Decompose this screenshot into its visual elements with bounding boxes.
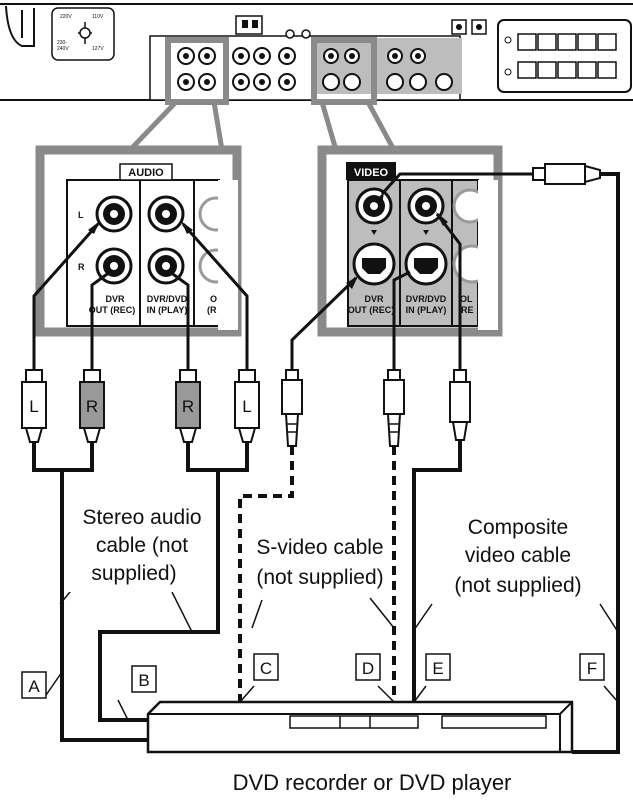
composite-label-1: Composite bbox=[468, 516, 568, 539]
label-c: C bbox=[260, 659, 272, 678]
audio-cut-label: O bbox=[210, 294, 217, 304]
label-box-e: E bbox=[425, 653, 451, 681]
video-jack-composite-in[interactable] bbox=[407, 187, 445, 225]
plug-composite-top bbox=[520, 163, 601, 185]
label-b: B bbox=[138, 671, 149, 690]
video-cut-label: OL bbox=[460, 294, 473, 304]
audio-dvr-out-label-2: OUT (REC) bbox=[89, 305, 136, 315]
svideo-label-1: S-video cable bbox=[256, 536, 383, 559]
label-box-a: A bbox=[21, 671, 47, 699]
audio-dvr-in-label: DVR/DVD bbox=[147, 294, 188, 304]
svg-text:240V: 240V bbox=[57, 46, 69, 52]
plug-audio-l-right: L bbox=[234, 369, 260, 443]
svideo-cable bbox=[238, 446, 396, 702]
video-dvr-in-label: DVR/DVD bbox=[406, 294, 447, 304]
jack-cables bbox=[32, 172, 533, 370]
stereo-label-3: supplied) bbox=[91, 562, 176, 585]
label-box-d: D bbox=[355, 653, 381, 681]
plug-letter: R bbox=[182, 397, 194, 416]
plug-svideo-dvd-end bbox=[383, 369, 405, 447]
row-label-l: L bbox=[78, 210, 84, 220]
plug-composite-receiver bbox=[449, 369, 471, 441]
plug-audio-r-right: R bbox=[175, 369, 201, 443]
svg-text:220V: 220V bbox=[60, 14, 72, 20]
video-dvr-out-label: DVR bbox=[364, 294, 384, 304]
video-dvr-in-label-2: IN (PLAY) bbox=[406, 305, 447, 315]
label-box-f: F bbox=[579, 653, 605, 681]
label-f: F bbox=[587, 659, 597, 678]
stereo-label-2: cable (not bbox=[96, 534, 188, 557]
video-header: VIDEO bbox=[354, 167, 389, 179]
dvd-device bbox=[146, 700, 574, 754]
plug-audio-l-left: L bbox=[21, 369, 47, 443]
svg-text:110V: 110V bbox=[92, 14, 104, 20]
stereo-label-1: Stereo audio bbox=[82, 506, 201, 529]
video-cut-label-2: (RE bbox=[458, 305, 474, 315]
row-label-r: R bbox=[78, 262, 85, 272]
audio-jack-out-l[interactable] bbox=[95, 195, 133, 233]
label-a: A bbox=[28, 677, 40, 696]
plug-audio-r-left: R bbox=[79, 369, 105, 443]
stereo-cable-label: Stereo audio cable (not supplied) bbox=[68, 500, 216, 592]
svideo-label-2: (not supplied) bbox=[256, 566, 383, 589]
composite-label-3: (not supplied) bbox=[454, 574, 581, 597]
video-zoom-panel: VIDEO DVR OUT (REC) DVR/DVD IN (PLAY) OL… bbox=[317, 145, 503, 337]
device-caption: DVD recorder or DVD player bbox=[233, 770, 512, 795]
video-jack-svideo-out[interactable] bbox=[352, 242, 396, 286]
composite-label-2: video cable bbox=[465, 544, 571, 567]
plug-letter: L bbox=[242, 397, 251, 416]
composite-video-cable bbox=[412, 172, 620, 754]
plug-svideo-receiver bbox=[281, 369, 303, 447]
svideo-cable-label: S-video cable (not supplied) bbox=[256, 536, 383, 589]
audio-header: AUDIO bbox=[128, 167, 164, 179]
label-box-b: B bbox=[131, 665, 157, 693]
stereo-audio-cable bbox=[32, 442, 249, 742]
video-jack-svideo-in[interactable] bbox=[404, 242, 448, 286]
plug-letter: R bbox=[86, 397, 98, 416]
audio-jack-in-l[interactable] bbox=[147, 195, 185, 233]
svg-text:127V: 127V bbox=[92, 46, 104, 52]
label-e: E bbox=[432, 659, 443, 678]
svg-text:230-: 230- bbox=[57, 40, 67, 46]
label-box-c: C bbox=[253, 653, 279, 681]
audio-dvr-out-label: DVR bbox=[105, 294, 125, 304]
video-dvr-out-label-2: OUT (REC) bbox=[348, 305, 395, 315]
label-d: D bbox=[362, 659, 374, 678]
audio-cut-label-2: (R bbox=[207, 305, 217, 315]
audio-zoom-panel: AUDIO L R DVR OUT (REC) DVR/DVD IN (PLAY… bbox=[35, 145, 242, 337]
receiver-rear-panel: 220V 110V 230- 240V 127V bbox=[0, 0, 633, 108]
plug-letter: L bbox=[29, 397, 38, 416]
composite-cable-label: Composite video cable (not supplied) bbox=[440, 510, 590, 604]
audio-dvr-in-label-2: IN (PLAY) bbox=[147, 305, 188, 315]
video-jack-composite-out[interactable] bbox=[355, 187, 393, 225]
